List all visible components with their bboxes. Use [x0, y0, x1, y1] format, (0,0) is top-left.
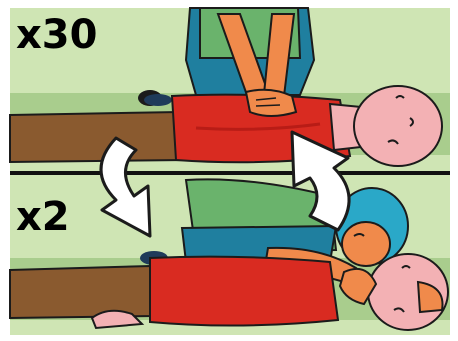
panel-compressions: x30: [10, 8, 450, 171]
panel-rescue-breaths: x2: [10, 175, 450, 335]
compression-count-label: x30: [16, 12, 97, 58]
panel-divider: [10, 171, 450, 175]
breath-count-label: x2: [16, 194, 70, 240]
